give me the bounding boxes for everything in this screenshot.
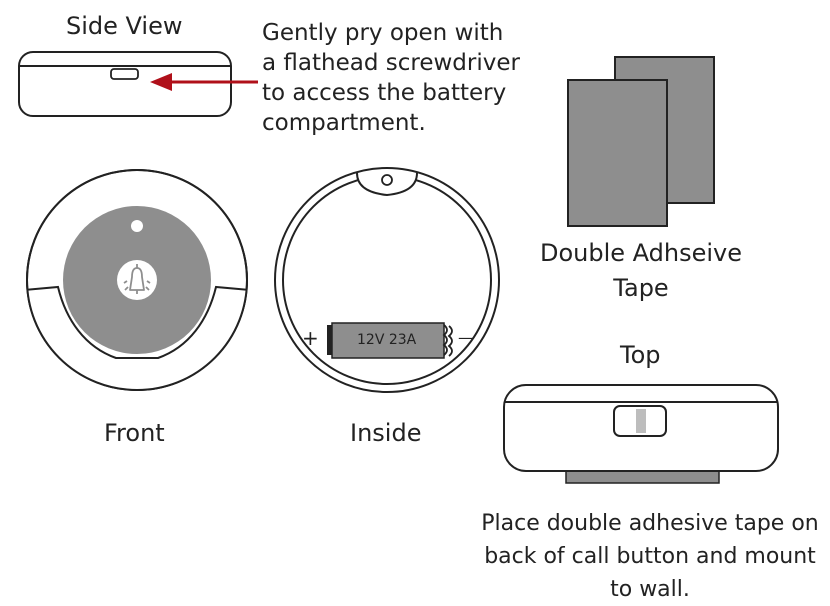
side-view-line: to access the battery [262, 80, 507, 106]
side-view-line: Gently pry open with [262, 20, 504, 46]
top-instruction-line: back of call button and mount [484, 544, 816, 569]
top-instruction-line: Place double adhesive tape on [481, 511, 819, 536]
tape-caption-line: Double Adhseive [539, 239, 743, 267]
top-title: Top [620, 341, 661, 369]
bell-icon [123, 264, 151, 294]
top-device [503, 384, 779, 484]
battery-label: 12V 23A [357, 332, 417, 348]
battery-minus-label: — [458, 328, 474, 347]
pry-arrow [150, 73, 258, 91]
battery [327, 322, 453, 359]
inside-device [274, 167, 500, 393]
top-instruction: Place double adhesive tape on back of ca… [470, 507, 830, 606]
side-view-line: compartment. [262, 110, 426, 136]
led-dot [131, 220, 143, 232]
top-instruction-line: to wall. [610, 577, 690, 602]
bell-badge [117, 260, 157, 300]
front-device [26, 169, 248, 391]
tape-caption: Double Adhseive Tape [526, 236, 756, 306]
side-view-title: Side View [66, 12, 183, 40]
tape-piece-front [567, 79, 668, 227]
front-caption: Front [104, 419, 165, 447]
side-view-line: a flathead screwdriver [262, 50, 520, 76]
side-view-instruction: Gently pry open with a flathead screwdri… [262, 18, 520, 138]
pry-slot [110, 68, 139, 80]
tape-pieces [567, 56, 715, 227]
tape-caption-line: Tape [613, 274, 669, 302]
inside-caption: Inside [350, 419, 422, 447]
battery-plus-label: + [302, 326, 319, 350]
side-view-device [18, 51, 232, 117]
